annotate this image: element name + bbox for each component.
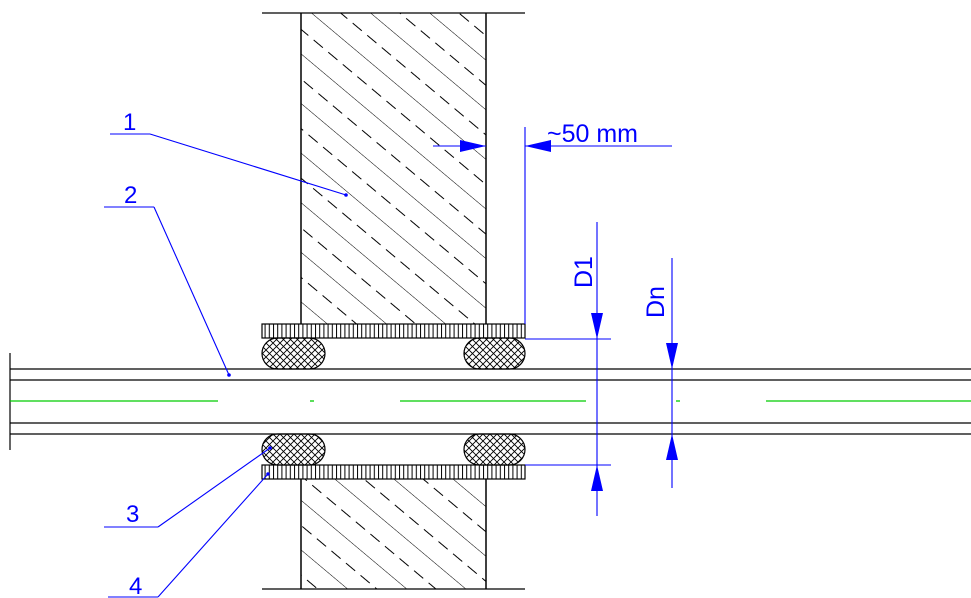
sleeve-diameter-label: D1: [570, 256, 598, 288]
sleeve: [261, 323, 526, 480]
wall: [262, 12, 525, 590]
callout-1: 1: [110, 109, 348, 197]
seal-rings: [261, 337, 526, 466]
callout-1-label: 1: [123, 109, 136, 136]
callout-4: 4: [108, 472, 270, 598]
callout-4-label: 4: [129, 573, 142, 598]
pipe-diameter-label: Dn: [642, 286, 670, 318]
callout-2-label: 2: [124, 182, 137, 209]
callout-2: 2: [104, 182, 231, 377]
pipe-diameter-dimension: Dn: [642, 258, 678, 488]
overhang-label: ~50 mm: [547, 120, 638, 148]
callout-3-label: 3: [126, 501, 139, 528]
overhang-dimension: ~50 mm: [433, 120, 672, 324]
callout-3: 3: [104, 446, 272, 528]
sleeve-diameter-dimension: D1: [525, 222, 611, 516]
